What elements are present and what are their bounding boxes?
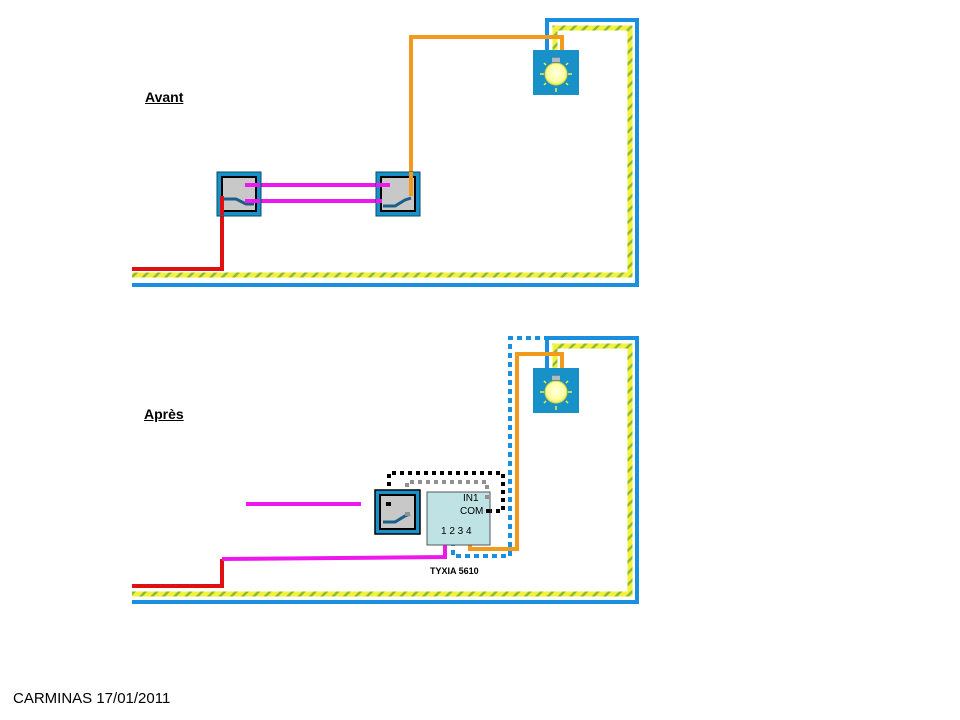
phase-wire: [132, 196, 224, 271]
neutral-dotted-wire: [451, 336, 547, 558]
after-section: [132, 336, 639, 604]
footer-credit: CARMINAS 17/01/2011: [13, 690, 171, 707]
control-wire-com: [387, 471, 505, 513]
lamp: [533, 368, 579, 413]
tyxia-module: [426, 491, 491, 546]
neutral-wire: [132, 336, 639, 604]
phase-wire: [132, 559, 224, 588]
module-terminal-in1: IN1: [463, 493, 479, 504]
section-title-after: Après: [144, 406, 184, 422]
lamp-wire: [409, 35, 564, 190]
module-terminal-numbers: 1 2 3 4: [441, 526, 472, 537]
light-bulb-icon: [540, 375, 572, 410]
two-way-switch-right[interactable]: [375, 171, 421, 217]
section-title-before: Avant: [145, 89, 184, 105]
lamp: [533, 50, 579, 95]
neutral-wire: [132, 18, 639, 287]
before-section: [132, 18, 639, 287]
light-bulb-icon: [540, 57, 572, 92]
module-terminal-com: COM: [460, 506, 484, 517]
lamp-wire: [468, 352, 564, 551]
switch-wire-to-module: [221, 541, 447, 561]
push-button[interactable]: [374, 489, 421, 535]
switch-contact-icon: [224, 197, 254, 206]
two-way-switch-left[interactable]: [216, 171, 262, 217]
switch-contact-icon: [383, 196, 412, 208]
module-name-label: TYXIA 5610: [430, 566, 479, 576]
